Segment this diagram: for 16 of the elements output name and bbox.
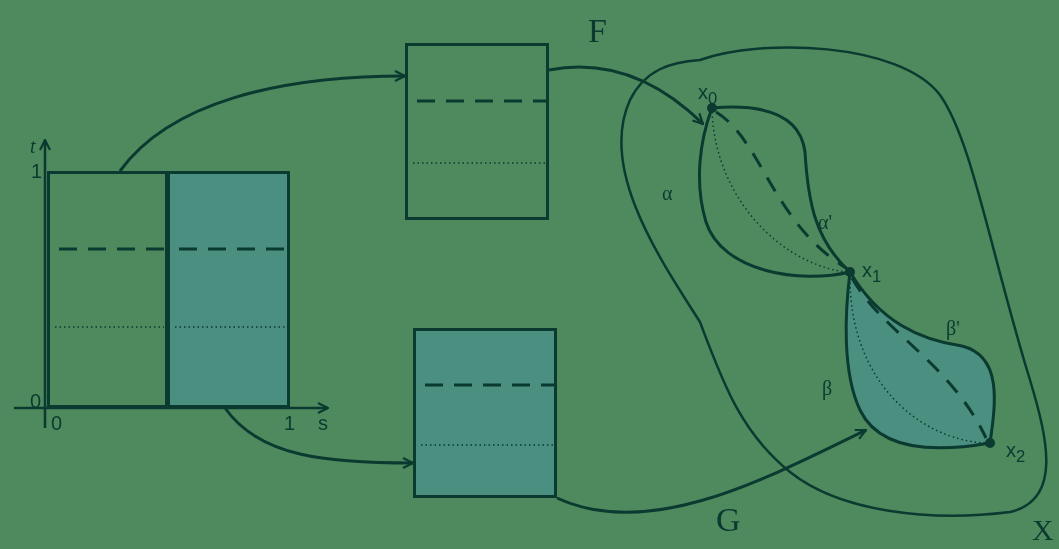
math-label: x$_{0}$ <box>698 82 718 108</box>
math-label: β' <box>946 318 960 338</box>
math-label: 1 <box>31 161 43 181</box>
math-label: x$_{2}$ <box>1006 440 1026 466</box>
region-label: X <box>1032 515 1054 545</box>
math-label: 0 <box>51 413 63 433</box>
math-label: α' <box>818 212 833 232</box>
arrow <box>548 65 705 126</box>
math-label: x$_{1}$ <box>862 260 882 286</box>
math-label: 1 <box>284 413 296 433</box>
arrow <box>118 70 407 172</box>
arrow <box>556 428 868 514</box>
arrow <box>223 407 415 469</box>
math-label: t <box>30 136 36 156</box>
math-label: s <box>318 413 328 433</box>
math-label: α <box>662 183 673 203</box>
